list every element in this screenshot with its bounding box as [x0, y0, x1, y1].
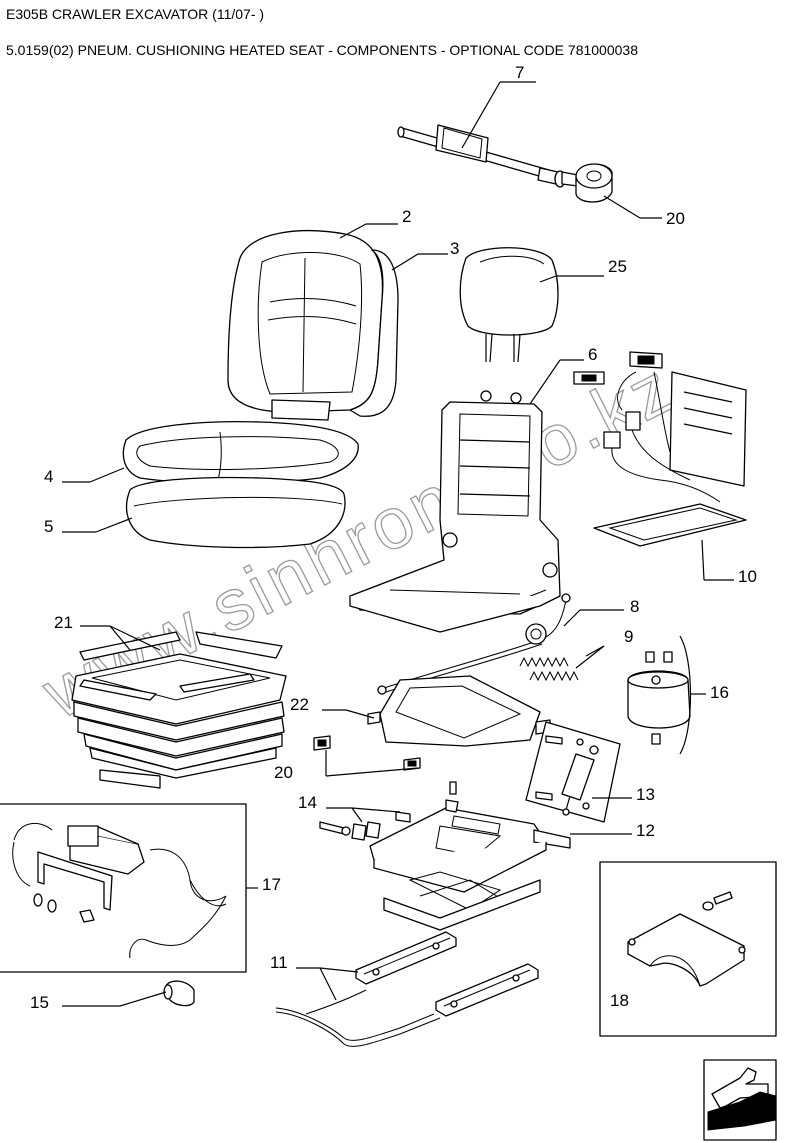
part-25-headrest — [459, 247, 559, 363]
callout-15: 15 — [30, 993, 49, 1012]
part-8-cable — [377, 593, 571, 695]
callout-14: 14 — [298, 793, 317, 812]
diagram-header-title: 5.0159(02) PNEUM. CUSHIONING HEATED SEAT… — [6, 42, 638, 58]
part-21-suspension-unit — [71, 631, 287, 789]
part-5-seat-base — [126, 476, 346, 549]
callout-17: 17 — [262, 875, 281, 894]
next-page-arrow-icon — [703, 1059, 777, 1141]
callout-5: 5 — [44, 517, 53, 536]
callout-22: 22 — [290, 695, 309, 714]
part-4-seat-cushion — [122, 421, 359, 484]
callout-20: 20 — [666, 209, 685, 228]
callout-11: 11 — [270, 953, 288, 972]
part-18-cover-plate-box — [599, 861, 777, 1037]
part-10-heating-pad — [573, 351, 747, 547]
part-16-air-spring — [627, 651, 691, 745]
callout-3: 3 — [450, 239, 459, 258]
callout-21: 21 — [54, 613, 73, 632]
part-9-springs — [519, 656, 579, 682]
callout-4: 4 — [44, 467, 53, 486]
part-12-slide-base — [369, 781, 571, 931]
diagram-header-model: E305B CRAWLER EXCAVATOR (11/07- ) — [6, 6, 265, 22]
part-15-knob — [163, 980, 195, 1007]
callout-6: 6 — [588, 345, 597, 364]
callout-10: 10 — [738, 567, 757, 586]
part-17-wiring-kit-box — [0, 803, 247, 973]
callout-16: 16 — [710, 683, 729, 702]
part-14-bolts — [319, 811, 411, 841]
part-22-bracket-plate — [367, 675, 551, 747]
part-3-seat-back-shell — [271, 249, 399, 421]
part-7-shaft — [397, 124, 579, 188]
callout-18: 18 — [610, 991, 629, 1010]
callout-20b: 20 — [274, 763, 293, 782]
part-11-rails — [275, 931, 539, 1047]
callout-8: 8 — [630, 597, 639, 616]
callout-12: 12 — [636, 821, 655, 840]
part-20-knob — [575, 163, 613, 203]
callout-7: 7 — [515, 63, 524, 82]
leader-lines — [62, 81, 734, 1007]
part-2-seat-back-cushion — [227, 230, 384, 413]
callout-25: 25 — [608, 257, 627, 276]
callout-13: 13 — [636, 785, 655, 804]
part-13-damper — [525, 721, 621, 823]
callout-numbers: 7 20 2 3 25 6 4 5 10 8 21 9 16 22 20 13 … — [30, 63, 757, 1012]
callout-2: 2 — [402, 207, 411, 226]
callout-9: 9 — [624, 627, 633, 646]
part-6-seat-frame — [349, 390, 561, 633]
part-20-clips — [313, 735, 421, 771]
